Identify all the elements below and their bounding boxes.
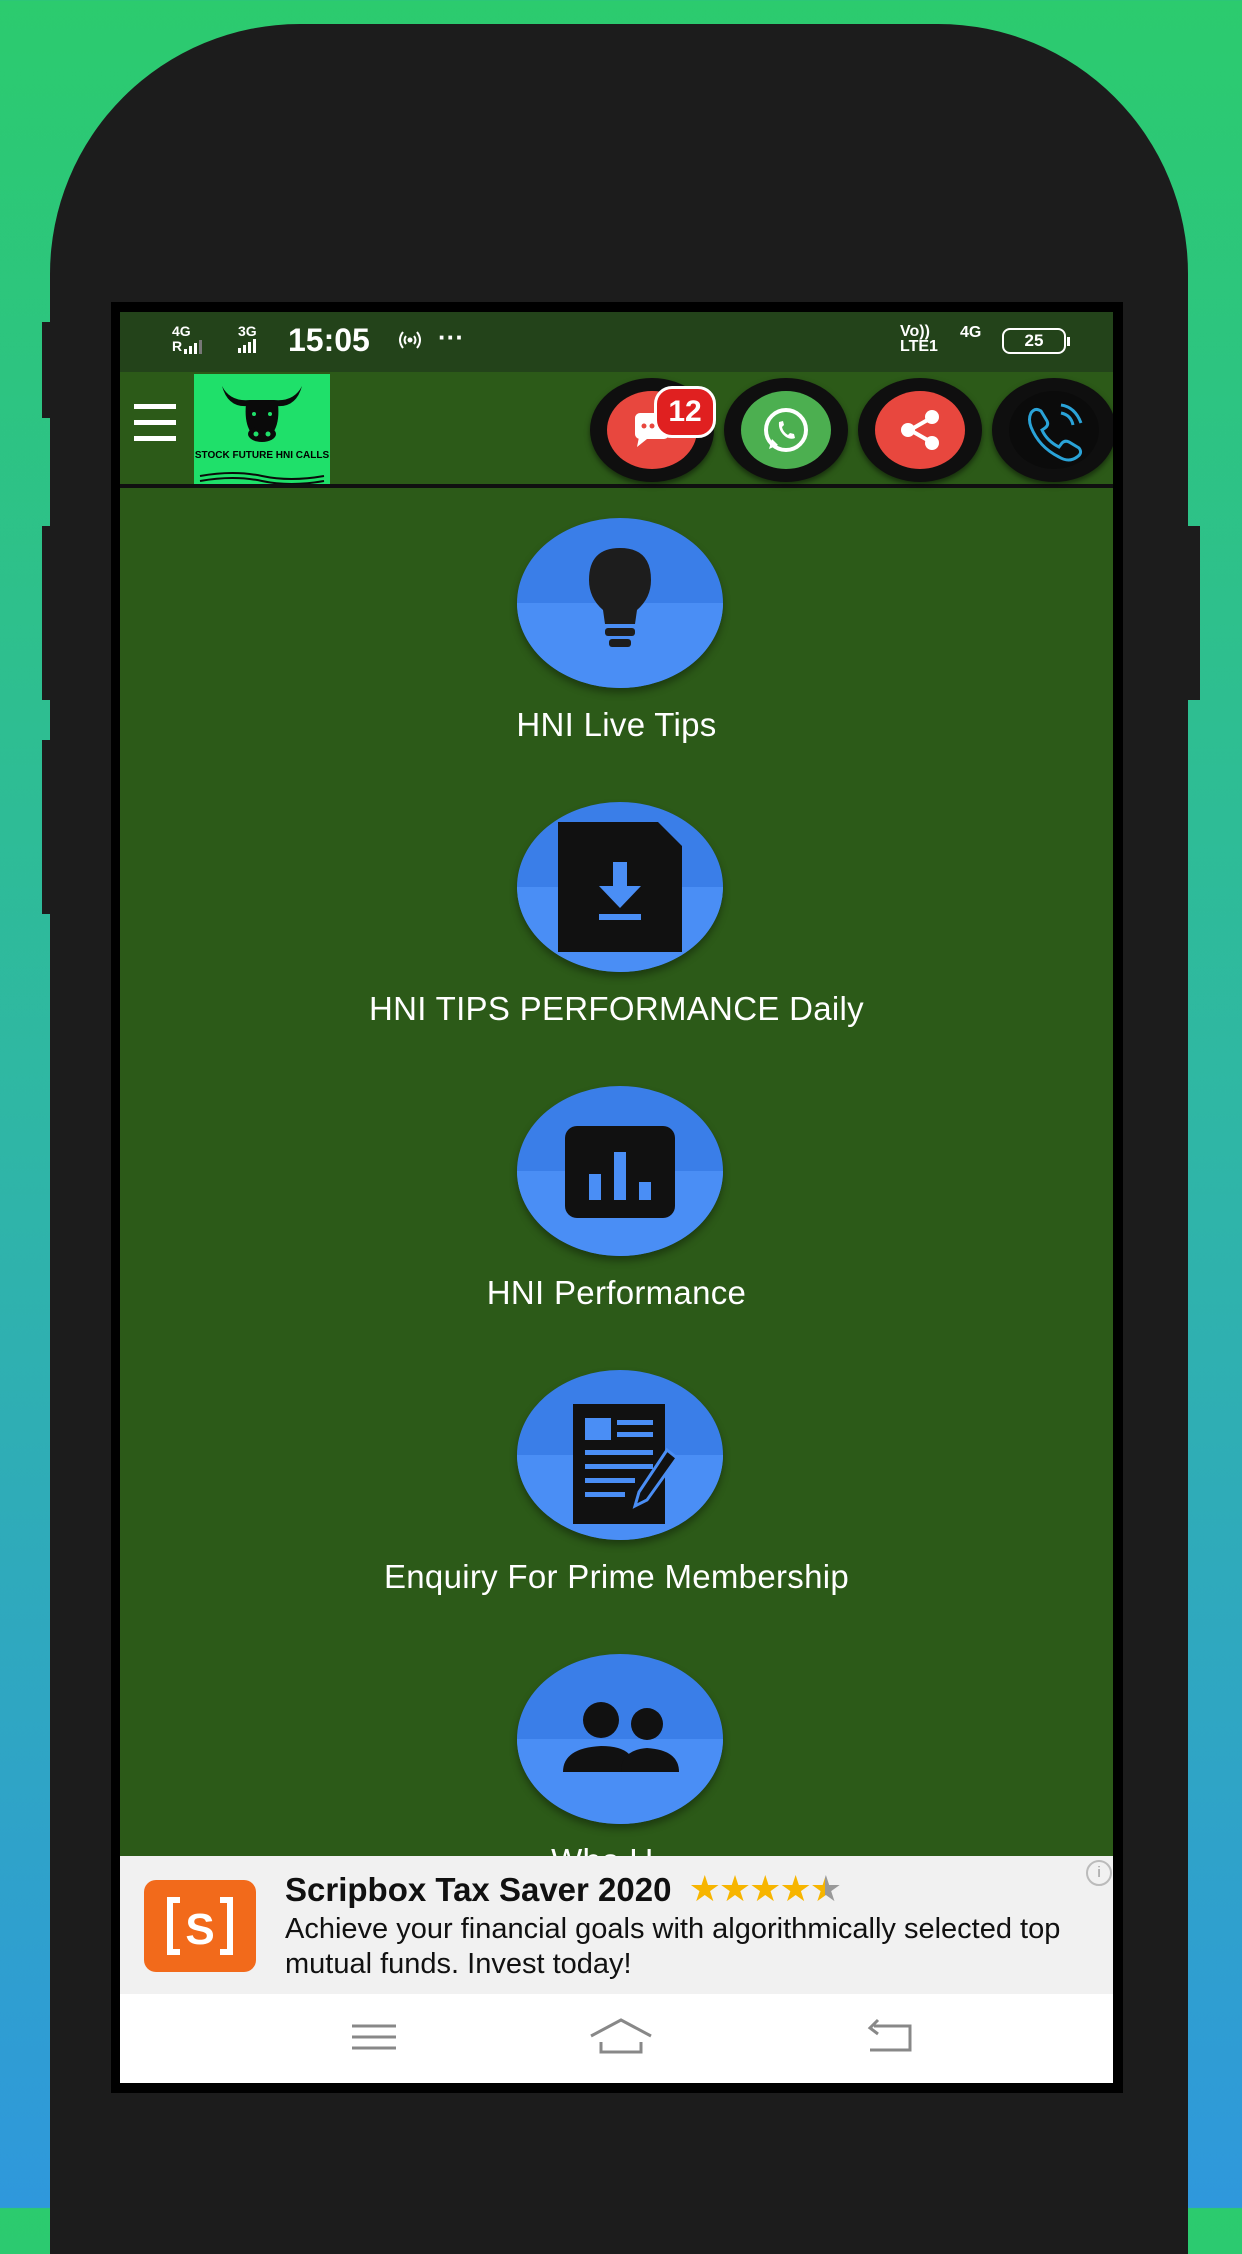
network-indicator: 4G R [172, 323, 203, 354]
menu-item-label: HNI TIPS PERFORMANCE Daily [369, 990, 864, 1027]
network-4g-indicator: 4G [960, 324, 981, 342]
network-type-label: 4G [172, 323, 191, 339]
hamburger-menu-icon[interactable] [134, 396, 176, 446]
ad-banner[interactable]: S Scripbox Tax Saver 2020 ★★★★★ Achieve … [120, 1856, 1113, 1994]
document-edit-icon [573, 1404, 680, 1524]
battery-level: 25 [1024, 331, 1044, 350]
ad-description: Achieve your financial goals with algori… [285, 1913, 1061, 1980]
volte-indicator: Vo)) LTE1 [900, 323, 938, 355]
whatsapp-icon [764, 408, 808, 452]
clock: 15:05 [288, 322, 370, 358]
status-bar: 4G R 3G 15:05 ··· [120, 312, 1113, 372]
roaming-label: R [172, 338, 183, 354]
phone-side-button [42, 322, 56, 418]
phone-call-icon [1028, 403, 1083, 462]
bull-logo-icon [222, 386, 302, 442]
home-icon[interactable] [586, 2012, 656, 2062]
file-download-icon [558, 822, 682, 952]
lightbulb-icon [589, 548, 651, 647]
network-4g-label: 4G [960, 324, 982, 341]
app-toolbar: STOCK FUTURE HNI CALLS [120, 372, 1113, 488]
menu-item-who-us[interactable]: Who U... [120, 1654, 1113, 1894]
signal-bars-icon [184, 340, 203, 354]
network-indicator-2: 3G [238, 324, 257, 356]
menu-item-tips-performance-daily[interactable]: HNI TIPS PERFORMANCE Daily [120, 802, 1113, 1042]
people-icon [563, 1702, 679, 1772]
logo-wave-icon [199, 472, 325, 484]
menu-item-label: HNI Performance [486, 1274, 747, 1311]
phone-side-button [42, 740, 56, 914]
star-rating-icon: ★★★★★ [688, 1868, 842, 1909]
menu-icon[interactable] [344, 2012, 404, 2062]
whatsapp-button-face [741, 391, 831, 469]
ad-title-text: Scripbox Tax Saver 2020 [285, 1871, 672, 1908]
share-button[interactable] [858, 378, 982, 482]
ad-info-icon[interactable]: i [1086, 1860, 1112, 1886]
menu-item-live-tips[interactable]: HNI Live Tips [120, 518, 1113, 758]
volte-label: Vo)) [900, 323, 930, 340]
share-button-face [875, 391, 965, 469]
menu-icon-circle [517, 518, 723, 688]
back-icon[interactable] [860, 2012, 920, 2062]
menu-icon-circle [517, 802, 723, 972]
menu-item-label: Enquiry For Prime Membership [383, 1558, 850, 1595]
menu-item-prime-membership[interactable]: Enquiry For Prime Membership [120, 1370, 1113, 1610]
ad-title: Scripbox Tax Saver 2020 ★★★★★ [285, 1868, 842, 1910]
logo-text: STOCK FUTURE HNI CALLS [194, 450, 330, 461]
call-button[interactable] [992, 378, 1113, 482]
network-type-label: 3G [238, 323, 257, 339]
menu-item-label: HNI Live Tips [516, 706, 717, 743]
menu-icon-circle [517, 1086, 723, 1256]
app-screen: 4G R 3G 15:05 ··· [120, 312, 1113, 2083]
share-icon [901, 410, 939, 450]
hotspot-icon [394, 328, 426, 357]
svg-text:S: S [185, 1905, 214, 1954]
battery-icon: 25 [1002, 328, 1070, 354]
lte-label: LTE1 [900, 338, 938, 355]
bar-chart-icon [565, 1126, 675, 1218]
signal-bars-icon [238, 339, 256, 353]
chat-notification-badge: 12 [654, 386, 716, 438]
menu-icon-circle [517, 1654, 723, 1824]
call-button-face [1009, 391, 1099, 469]
phone-side-button [1186, 526, 1200, 700]
menu-icon-circle [517, 1370, 723, 1540]
menu-item-hni-performance[interactable]: HNI Performance [120, 1086, 1113, 1326]
scripbox-logo-icon: S [144, 1880, 256, 1972]
app-logo: STOCK FUTURE HNI CALLS [194, 374, 330, 484]
system-navigation-bar [120, 1994, 1113, 2083]
more-notifications: ··· [438, 322, 464, 352]
whatsapp-button[interactable] [724, 378, 848, 482]
phone-side-button [42, 526, 56, 700]
